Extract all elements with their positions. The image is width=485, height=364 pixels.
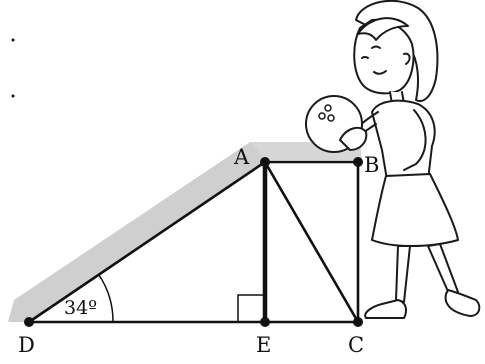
point-A — [260, 157, 270, 167]
label-A: A — [233, 145, 250, 169]
girl-hand — [338, 126, 368, 152]
point-B — [353, 157, 363, 167]
margin-dot-top — [11, 38, 15, 42]
segment-DA — [27, 160, 267, 324]
point-C — [353, 317, 363, 327]
geometry-lines — [27, 160, 360, 324]
label-E: E — [256, 333, 271, 357]
angle-arc-D — [98, 274, 114, 323]
ramp-shadow — [8, 142, 300, 322]
segment-AC — [263, 160, 360, 324]
point-E — [260, 317, 270, 327]
margin-dot-bottom — [11, 94, 15, 98]
girl-figure — [343, 0, 481, 319]
label-C: C — [348, 333, 364, 357]
label-D: D — [18, 333, 35, 357]
vertices — [24, 157, 363, 327]
angle-label: 34º — [64, 297, 97, 319]
right-angle-marker — [237, 294, 265, 322]
label-B: B — [364, 153, 379, 177]
point-D — [24, 317, 34, 327]
